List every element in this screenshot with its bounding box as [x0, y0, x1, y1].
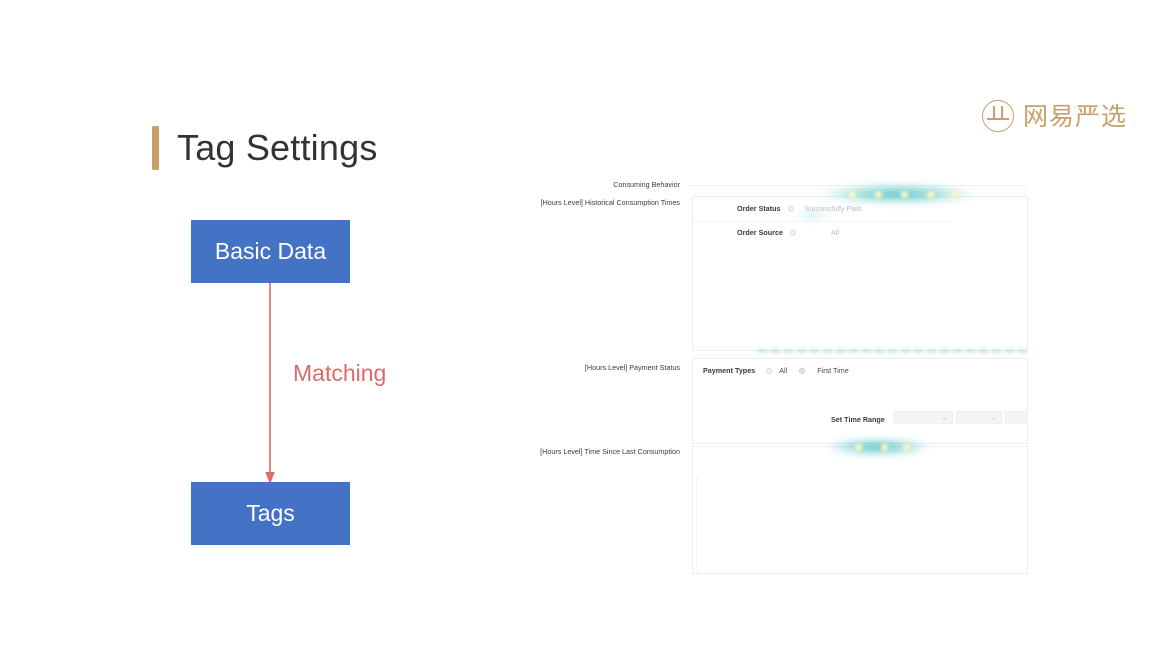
brand-logo: 网易严选 [981, 100, 1127, 132]
page-title-group: Tag Settings [152, 126, 378, 170]
field-card-time-since-last-consumption [692, 446, 1028, 574]
field-order-source[interactable]: Order Source All [737, 228, 839, 237]
embedded-app-screenshot: Consuming Behavior [Hours Level] Histori… [528, 176, 1028, 576]
select-time-range-start[interactable] [893, 411, 953, 424]
radio-order-status[interactable] [787, 205, 794, 212]
radio-order-source[interactable] [789, 229, 796, 236]
chevron-down-icon[interactable] [942, 416, 947, 421]
select-time-range-end[interactable] [956, 411, 1002, 424]
field-card-payment-status: Payment Types All First Time Set Time Ra… [692, 358, 1028, 444]
title-accent-bar [152, 126, 159, 170]
flow-arrow-label: Matching [293, 360, 387, 386]
section-header-divider [688, 185, 1028, 186]
page-title: Tag Settings [177, 127, 378, 168]
form-row-label-historical-consumption-times: [Hours Level] Historical Consumption Tim… [540, 198, 680, 207]
section-header-label: Consuming Behavior [613, 180, 680, 189]
flow-box-tags-label: Tags [246, 500, 295, 526]
field-order-status[interactable]: Order Status Successfully Paid [737, 204, 861, 213]
field-value-order-status: Successfully Paid [804, 204, 861, 213]
brand-name: 网易严选 [1022, 101, 1127, 131]
flow-diagram: Basic Data Matching Tags [191, 220, 431, 545]
field-card-historical-consumption-times: Order Status Successfully Paid Order Sou… [692, 196, 1028, 351]
field-payment-types[interactable]: Payment Types All First Time [703, 366, 849, 375]
radio-label-payment-type-all[interactable]: All [779, 366, 788, 375]
radio-label-payment-type-first-time[interactable]: First Time [817, 366, 849, 375]
form-row-label-payment-status: [Hours Level] Payment Status [584, 363, 680, 372]
flow-box-tags: Tags [191, 482, 350, 545]
netease-yanxuan-logo-icon [981, 100, 1014, 132]
field-label-payment-types: Payment Types [703, 366, 756, 375]
select-time-range-extra[interactable] [1005, 411, 1028, 424]
flow-arrow-down-icon [265, 283, 275, 484]
field-set-time-range: Set Time Range [831, 415, 885, 424]
field-label-order-status: Order Status [737, 204, 781, 213]
field-label-order-source: Order Source [737, 228, 783, 237]
chevron-down-icon[interactable] [991, 416, 996, 421]
field-card-inner-divider [693, 221, 953, 222]
radio-payment-type-first-time[interactable] [799, 367, 806, 374]
flow-box-basic-data: Basic Data [191, 220, 350, 283]
field-label-set-time-range: Set Time Range [831, 415, 885, 424]
flow-box-basic-data-label: Basic Data [214, 238, 327, 264]
field-value-order-source: All [830, 228, 839, 237]
radio-payment-type-all[interactable] [766, 367, 773, 374]
field-card-seam [696, 476, 697, 572]
form-row-label-time-since-last-consumption: [Hours Level] Time Since Last Consumptio… [540, 447, 680, 456]
